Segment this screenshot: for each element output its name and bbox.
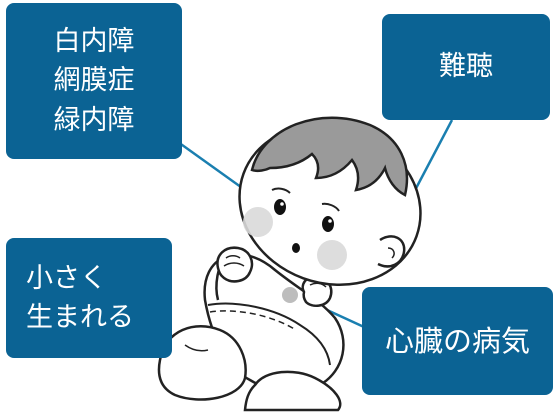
label-eye-diseases: 白内障 網膜症 緑内障 [6,3,182,159]
label-heart-disease: 心臓の病気 [362,287,553,395]
label-heart-disease-text: 心臓の病気 [384,323,530,358]
label-born-small-line1: 小さく [26,262,107,294]
label-eye-cataract: 白内障 [53,26,135,58]
label-born-small: 小さく 生まれる [6,238,172,358]
label-hearing-loss-text: 難聴 [439,51,493,83]
label-eye-retinopathy: 網膜症 [53,65,135,97]
label-hearing-loss: 難聴 [382,14,550,120]
label-eye-glaucoma: 緑内障 [53,104,135,136]
left-eye [274,199,286,215]
heart-mark [282,287,298,303]
label-born-small-line2: 生まれる [26,302,134,333]
right-eye [322,216,334,232]
